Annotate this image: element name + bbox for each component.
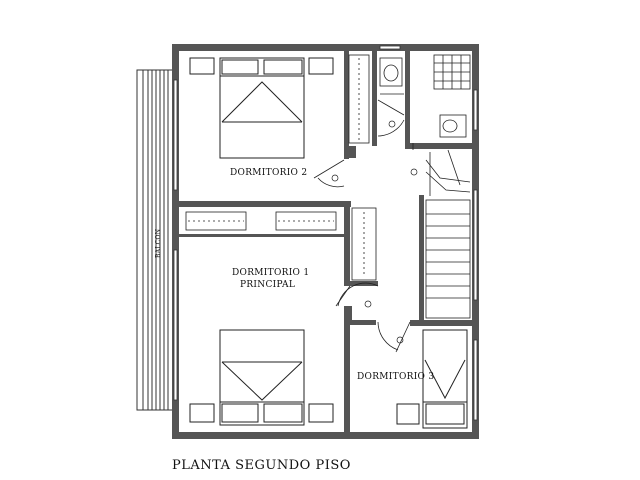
bed-dormitorio-1 — [189, 329, 334, 426]
label-dormitorio-2: DORMITORIO 2 — [230, 168, 307, 178]
windows — [173, 45, 478, 421]
bathroom-fixtures — [379, 54, 471, 138]
balcony — [136, 69, 174, 411]
label-balcon: BALCON — [155, 229, 162, 258]
bed-dormitorio-2 — [189, 57, 334, 159]
plan-title: PLANTA SEGUNDO PISO — [172, 458, 351, 473]
label-dormitorio-1: DORMITORIO 1 — [232, 268, 309, 278]
markers — [331, 120, 418, 344]
label-dormitorio-3: DORMITORIO 3 — [357, 372, 434, 382]
staircase — [425, 149, 471, 319]
label-principal: PRINCIPAL — [240, 280, 295, 290]
closets — [185, 54, 377, 281]
bed-dormitorio-3 — [396, 329, 468, 429]
doors — [313, 99, 414, 353]
